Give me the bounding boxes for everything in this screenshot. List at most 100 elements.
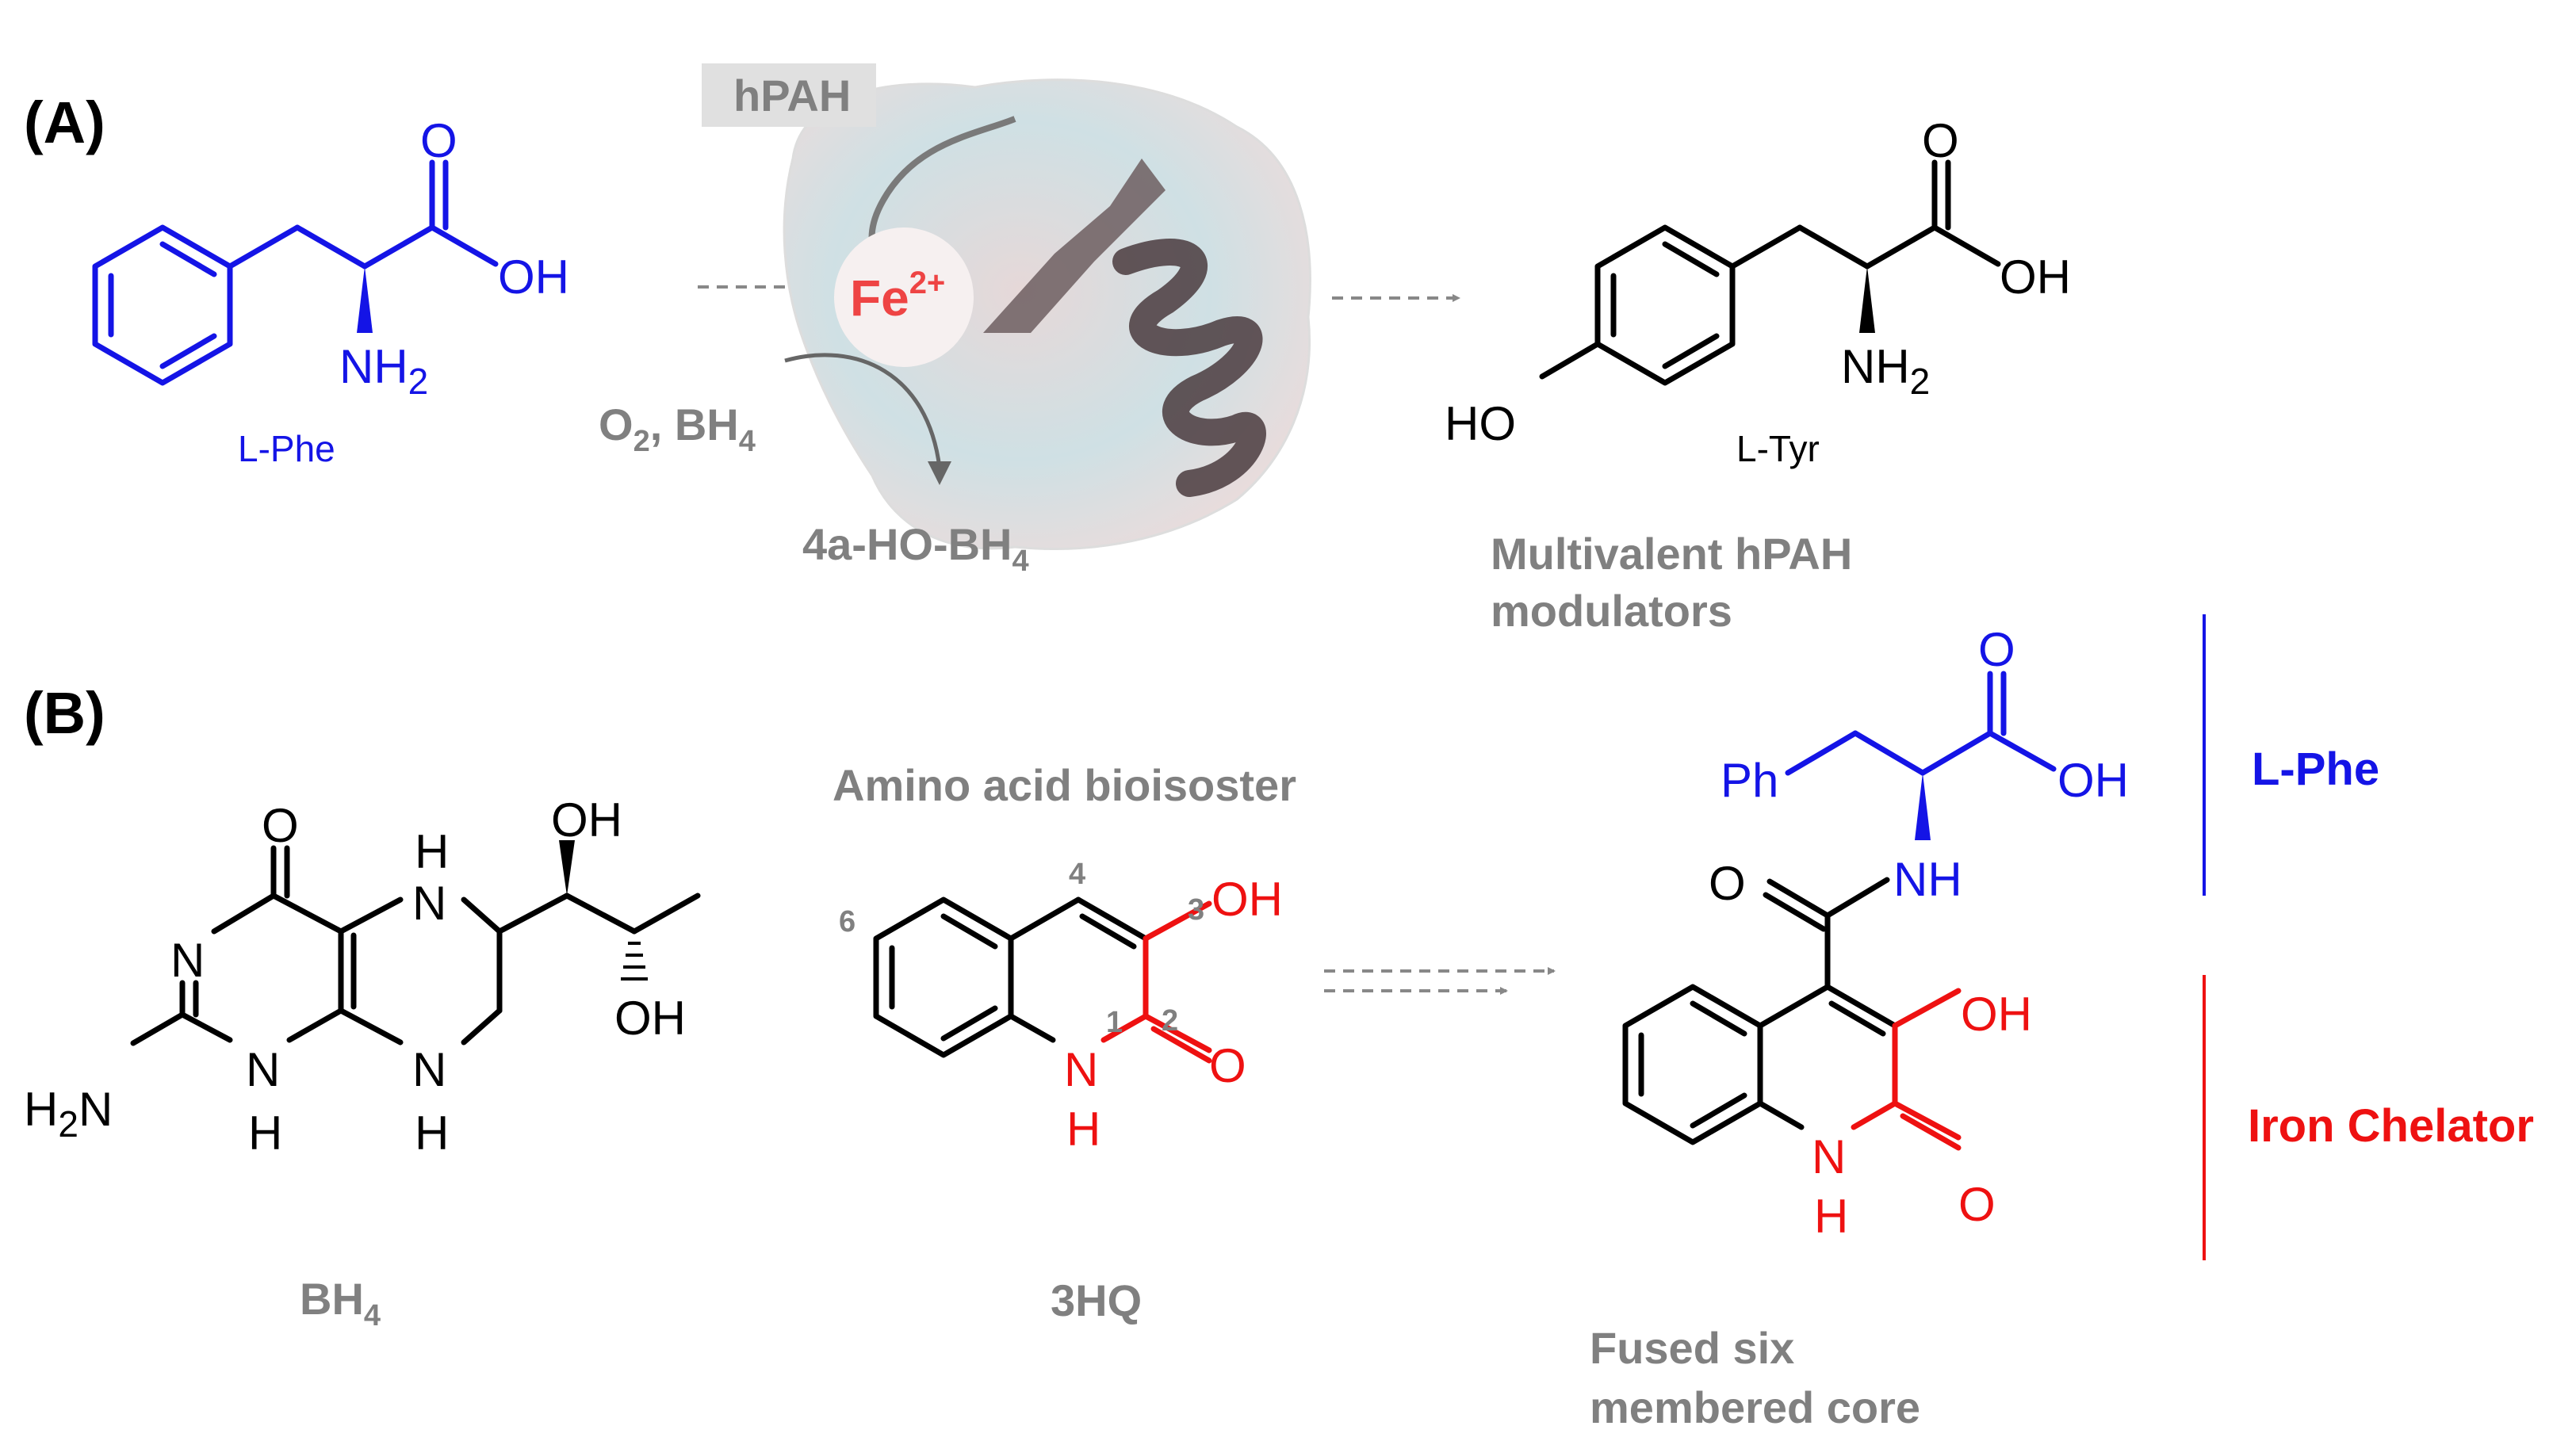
phe-benzene-ring: [92, 224, 233, 386]
prod-blue-bond: [1852, 730, 1926, 776]
l-tyr-name: L-Tyr: [1736, 428, 1820, 469]
phe-ch2-bond: [227, 224, 300, 270]
phe-oh-atom: OH: [498, 250, 569, 304]
bh4-bond: [130, 1011, 186, 1046]
3hq-double-bond: [1079, 913, 1137, 950]
legend-iron-chelator: Iron Chelator: [2248, 1100, 2534, 1152]
3hq-n-atom: N: [1064, 1043, 1098, 1096]
prod-amide-o: O: [1709, 857, 1746, 910]
prod-blue-bond: [1785, 730, 1858, 776]
tyr-nh2-atom: NH2: [1841, 340, 1930, 402]
3hq-bond: [1075, 896, 1149, 942]
3hq-number-6: 6: [839, 905, 855, 938]
3hq-number-1: 1: [1106, 1006, 1123, 1039]
prod-n-red: N: [1812, 1130, 1846, 1183]
phe-wedge-bond: [357, 266, 373, 333]
prod-bond: [1757, 1100, 1805, 1130]
3hq-h-atom: H: [1066, 1103, 1100, 1156]
bh4-o-atom: O: [262, 799, 299, 852]
phe-o-atom: O: [420, 114, 457, 167]
byproduct-label: 4a-HO-BH4: [802, 519, 1029, 578]
tyr-benzene-ring: [1594, 224, 1736, 386]
iron-ion: Fe2+: [850, 266, 945, 327]
hpah-label: hPAH: [733, 71, 851, 120]
bioisoster-caption: Amino acid bioisoster: [833, 760, 1296, 810]
tyr-oh-atom: OH: [2000, 250, 2071, 304]
l-phe-structure: O OH NH2 L-Phe: [92, 114, 569, 469]
prod-red-bond: [1900, 1113, 1962, 1151]
3hq-ring-double-bond: [940, 1005, 998, 1042]
prod-oh-red: OH: [1961, 988, 2032, 1041]
prod-o-red: O: [1958, 1178, 1996, 1231]
phe-nh2-atom: NH2: [339, 340, 428, 402]
bh4-h-atom: H: [248, 1107, 282, 1160]
prod-wedge-bond: [1915, 773, 1931, 840]
prod-amide-co-double: [1763, 892, 1827, 932]
cofactor-curved-arrow: [784, 353, 942, 468]
bh4-nh-atom: N: [412, 1043, 446, 1096]
bh4-bond: [461, 896, 503, 935]
3hq-ring-double-bond: [940, 913, 998, 950]
3hq-number-4: 4: [1069, 858, 1085, 891]
bh4-nh-atom: N: [246, 1043, 280, 1096]
bh4-bond: [270, 893, 344, 935]
tyr-calpha-bond: [1797, 224, 1870, 270]
legend-l-phe: L-Phe: [2252, 744, 2379, 795]
bh4-h-atom: H: [415, 1107, 449, 1160]
bh4-wedge-bond: [559, 840, 575, 896]
3hq-red-bond: [1143, 900, 1212, 942]
3hq-number-2: 2: [1162, 1004, 1178, 1038]
bh4-bond: [496, 893, 570, 935]
prod-ring-double-bond: [1690, 1000, 1747, 1037]
3hq-oh-atom: OH: [1211, 873, 1283, 926]
bh4-oh-atom: OH: [551, 793, 622, 847]
caption-line2: modulators: [1491, 586, 1732, 636]
bh4-h-atom: H: [415, 825, 449, 878]
prod-red-bond: [1892, 1100, 1962, 1141]
prod-blue-coh: [1987, 730, 2057, 772]
bh4-bond: [564, 893, 637, 935]
prod-bond: [1757, 984, 1831, 1029]
hpah-label-box: [702, 63, 876, 127]
prod-red-bond: [1851, 1100, 1898, 1130]
phe-coh-bond: [429, 224, 499, 267]
bh4-bond: [286, 1007, 344, 1043]
tyr-ring-double-bond: [1662, 241, 1720, 277]
panel-a-label: (A): [24, 90, 105, 155]
3hq-structure: OH O N H 4 3 6 2 1: [839, 858, 1283, 1156]
prod-ph-atom: Ph: [1721, 754, 1778, 807]
iron-site: [834, 227, 974, 367]
prod-red-bond: [1892, 988, 1962, 1029]
core-caption-line1: Fused six: [1590, 1323, 1794, 1373]
prod-amide-bond: [1824, 877, 1890, 919]
phe-calpha-bond: [294, 224, 368, 270]
bh4-bond: [631, 893, 701, 935]
prod-h-red: H: [1814, 1190, 1848, 1243]
bh4-bond: [461, 1007, 503, 1046]
phe-carboxyl-bond: [362, 224, 435, 270]
tyr-ho-atom: HO: [1445, 397, 1516, 450]
prod-bond: [1824, 984, 1898, 1029]
3hq-bond: [1008, 896, 1081, 942]
bh4-n-atom: N: [170, 934, 205, 987]
bh4-h2n-atom: H2N: [24, 1083, 113, 1145]
prod-benzene-ring: [1622, 984, 1763, 1145]
3hq-benzene-ring: [873, 896, 1014, 1058]
tyr-coh-bond: [1931, 224, 2001, 267]
protein-alpha-helix: [1112, 239, 1266, 497]
phe-ring-double-bond: [159, 241, 217, 277]
tyr-o-atom: O: [1922, 114, 1959, 167]
3hq-red-bond: [1150, 1026, 1212, 1064]
protein-beta-sheet: [983, 159, 1166, 333]
3hq-name: 3HQ: [1051, 1275, 1142, 1325]
bh4-bond: [338, 1007, 404, 1046]
3hq-o-atom: O: [1209, 1039, 1246, 1092]
core-caption-line2: membered core: [1590, 1382, 1920, 1432]
caption-line1: Multivalent hPAH: [1491, 529, 1852, 579]
tyr-ho-bond: [1539, 341, 1601, 380]
prod-amide-co: [1766, 878, 1831, 919]
prod-o-atom: O: [1978, 623, 2015, 676]
3hq-red-bond: [1143, 1013, 1212, 1053]
tyr-ch2-bond: [1729, 224, 1803, 270]
